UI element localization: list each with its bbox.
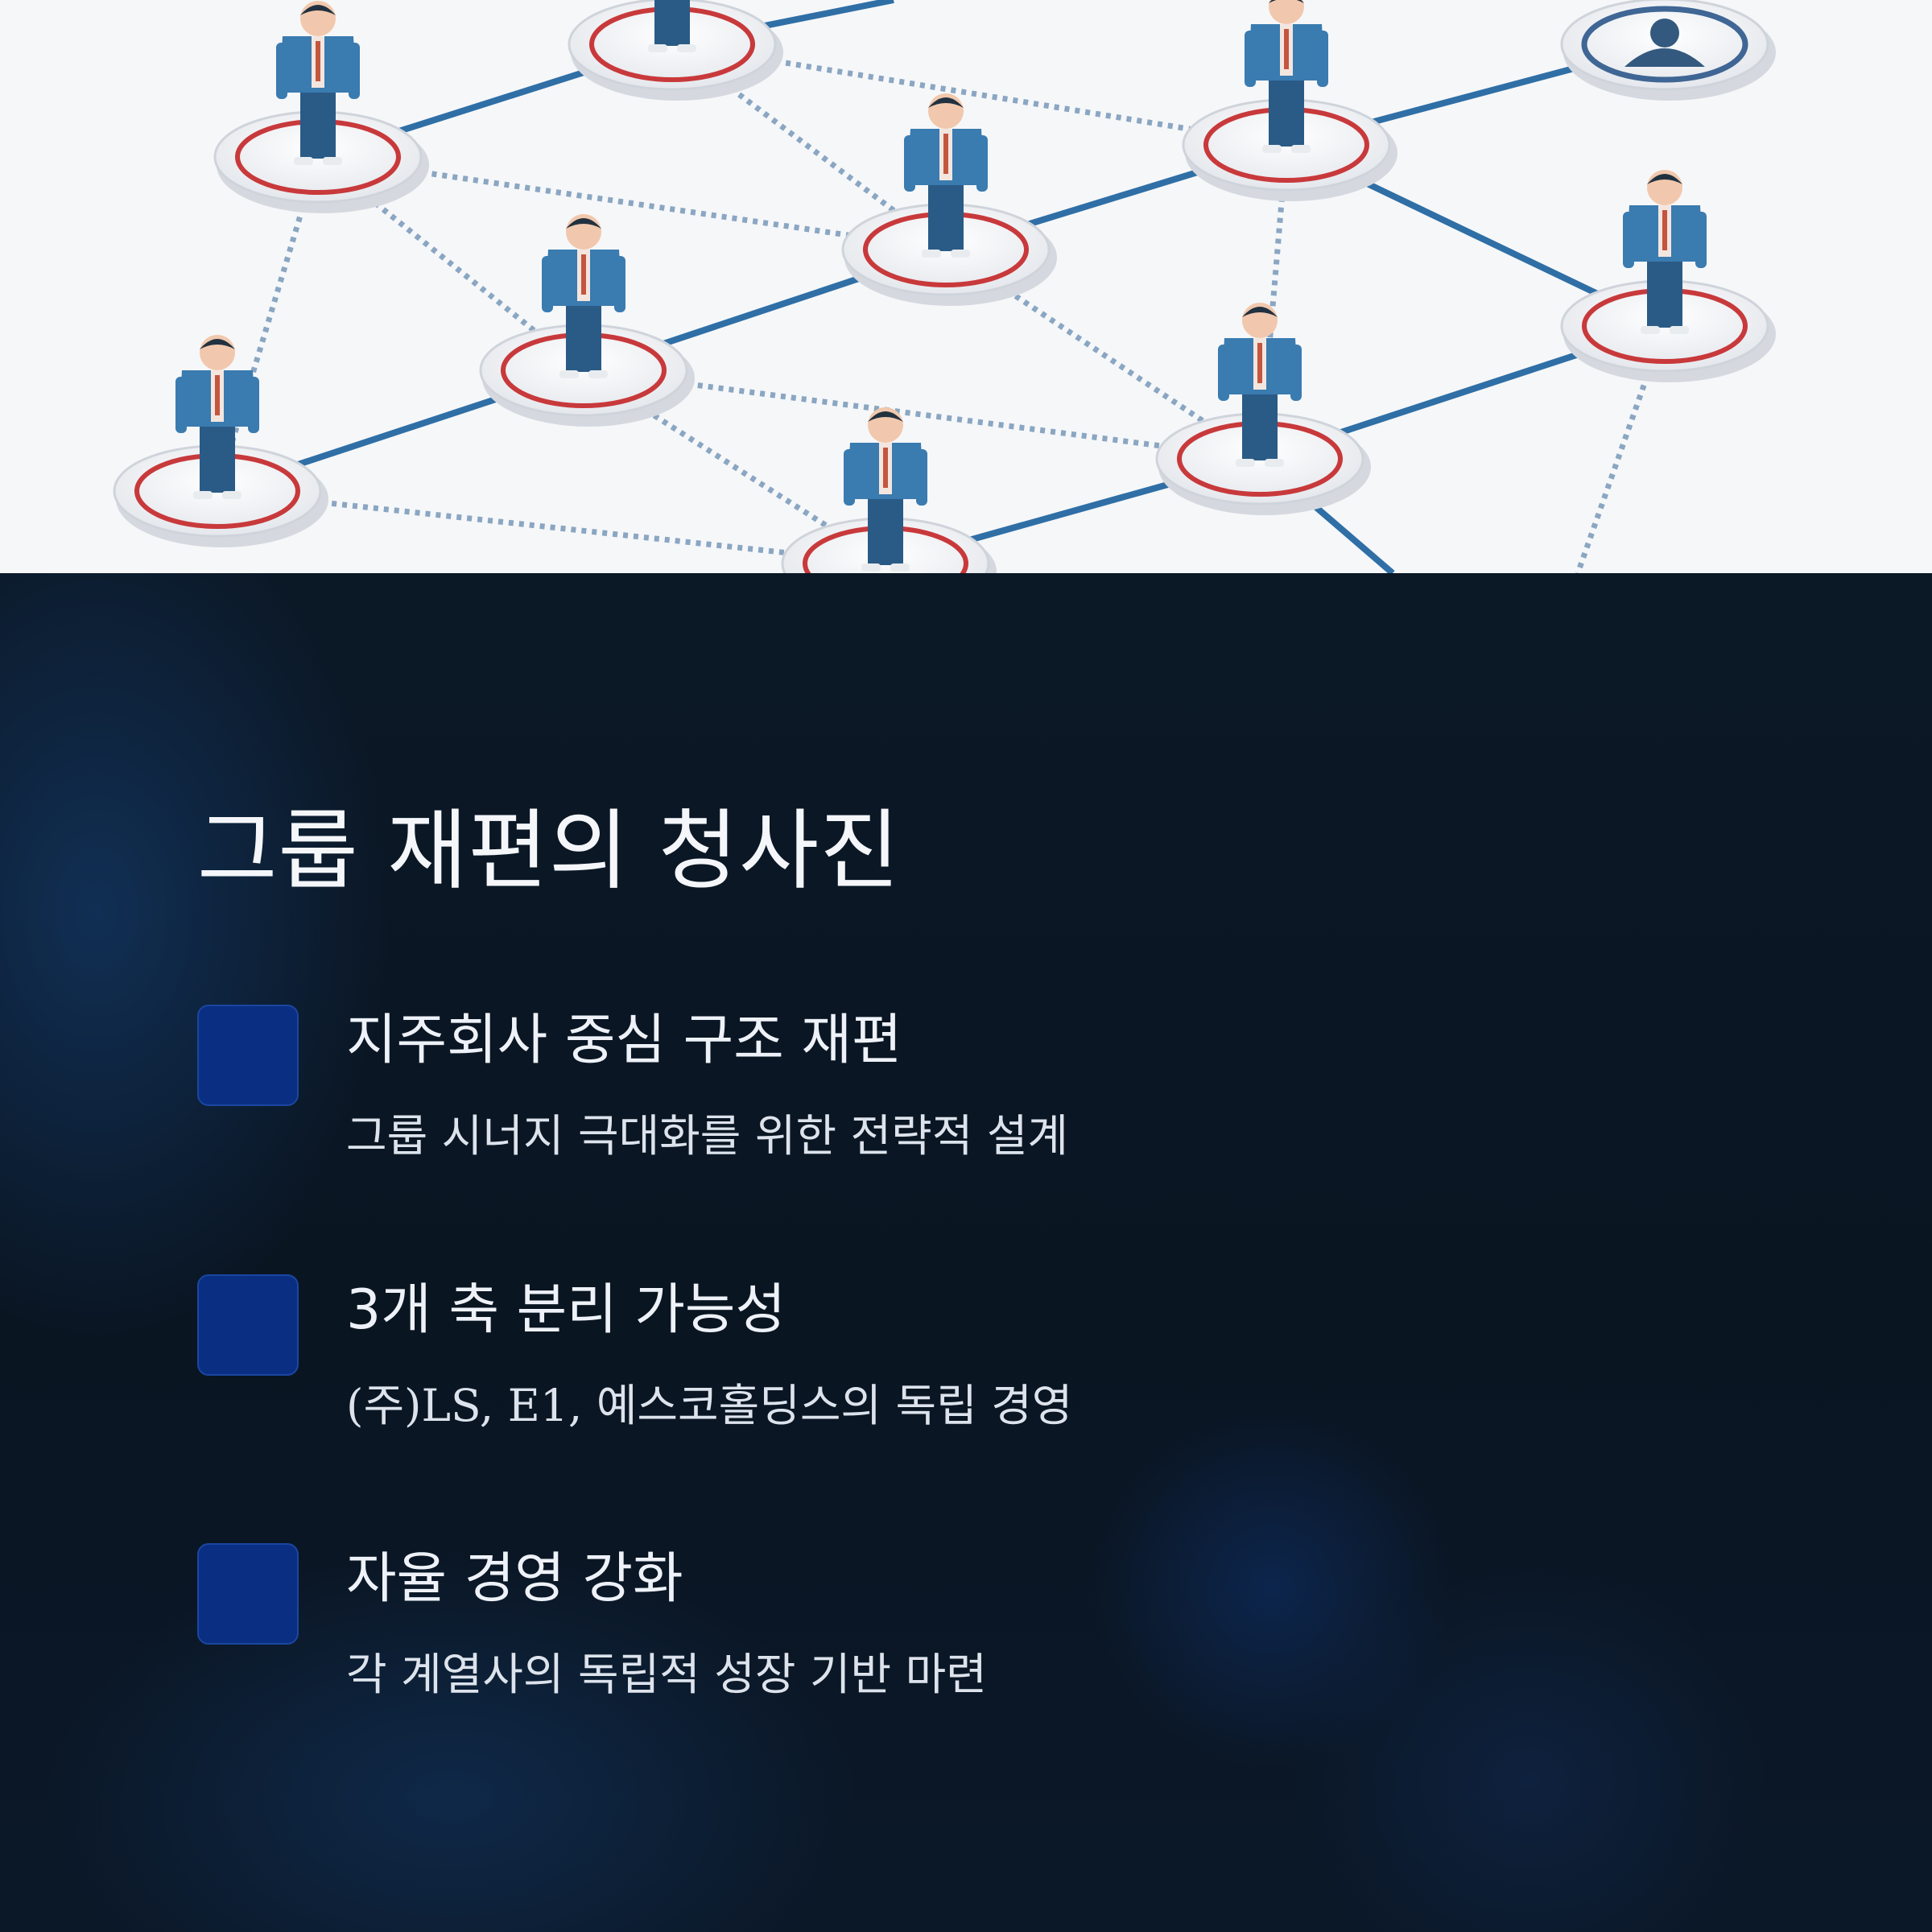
network-connection [217, 488, 886, 567]
network-node [213, 1, 429, 213]
network-node [1560, 170, 1776, 382]
item-marker-icon [197, 1274, 299, 1376]
item-description: (주)LS, E1, 예스코홀딩스의 독립 경영 [346, 1380, 1073, 1431]
hero-image [0, 0, 1932, 573]
network-node [1182, 0, 1397, 201]
list-item: 자율 경영 강화 각 계열사의 독립적 성장 기반 마련 [197, 1543, 1566, 1720]
item-heading: 지주회사 중심 구조 재편 [346, 1009, 902, 1072]
person-icon [1560, 0, 1776, 101]
page-title: 그룹 재편의 청사진 [197, 801, 901, 902]
network-node [1155, 303, 1371, 515]
item-heading: 자율 경영 강화 [346, 1547, 683, 1611]
item-description: 그룹 시너지 극대화를 위한 전략적 설계 [346, 1110, 1069, 1162]
item-marker-icon [197, 1543, 299, 1645]
content-panel: 그룹 재편의 청사진 지주회사 중심 구조 재편 그룹 시너지 극대화를 위한 … [0, 573, 1932, 1932]
network-connection [582, 368, 887, 566]
network-node [568, 0, 783, 101]
item-description: 각 계열사의 독립적 성장 기반 마련 [346, 1649, 987, 1700]
network-node [479, 214, 695, 427]
item-marker-icon [197, 1005, 299, 1106]
item-heading: 3개 축 분리 가능성 [346, 1278, 786, 1342]
network-illustration [113, 0, 1776, 573]
list-item: 3개 축 분리 가능성 (주)LS, E1, 예스코홀딩스의 독립 경영 [197, 1274, 1566, 1451]
network-node [781, 407, 997, 573]
list-item: 지주회사 중심 구조 재편 그룹 시너지 극대화를 위한 전략적 설계 [197, 1005, 1566, 1182]
network-node [841, 93, 1057, 306]
network-node [113, 335, 328, 547]
network-connection [583, 367, 1261, 462]
